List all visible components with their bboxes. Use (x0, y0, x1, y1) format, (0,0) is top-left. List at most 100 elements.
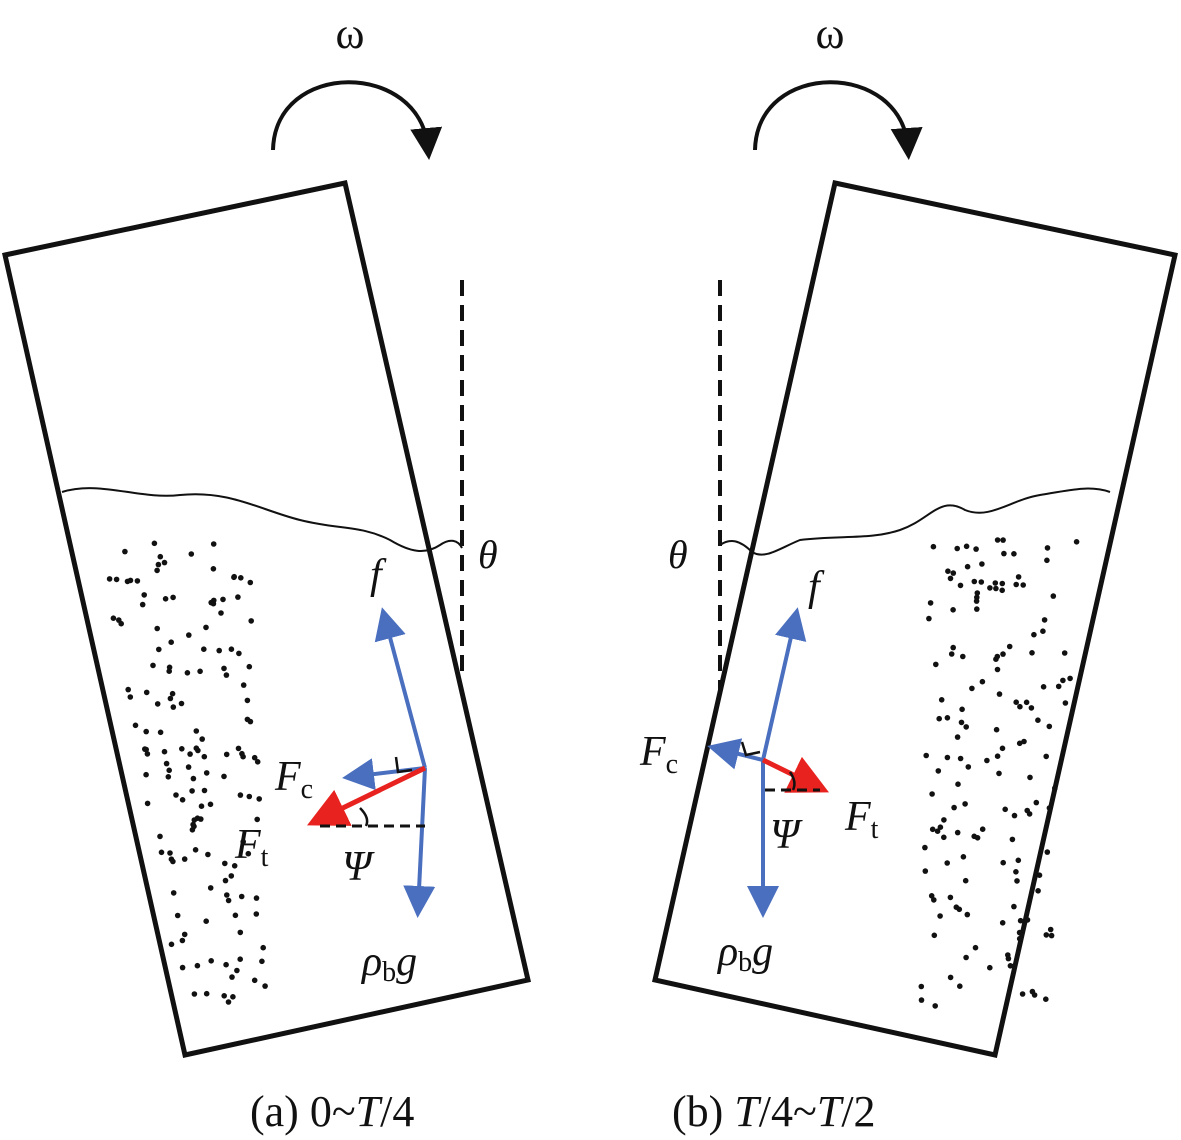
particle (157, 553, 164, 560)
particle (944, 715, 951, 721)
particle (937, 824, 944, 830)
particle (134, 578, 141, 584)
particle (221, 993, 227, 999)
particle (229, 974, 235, 980)
particle (253, 895, 260, 901)
ft-arrow (307, 765, 427, 826)
rotation-arrow (753, 80, 923, 160)
gravity-arrow (403, 767, 436, 918)
right-angle-mark (394, 756, 413, 774)
fc-label: Fc (274, 754, 313, 805)
particle (987, 585, 993, 591)
particle (188, 551, 195, 557)
panel-a: ω θ Ψ f Fc Ft ρbg (a) 0~T/4 (2, 9, 532, 1136)
particle (168, 941, 175, 948)
particle (973, 598, 980, 604)
particle (931, 897, 937, 903)
particle (963, 954, 969, 961)
particle (1015, 574, 1022, 580)
particle (1002, 806, 1008, 813)
particle (166, 767, 172, 774)
particle (228, 873, 235, 879)
particle (941, 834, 947, 841)
particle (1031, 631, 1037, 638)
particle (1043, 996, 1049, 1002)
particle (1044, 849, 1051, 855)
liquid-surface (719, 487, 1111, 556)
particle (189, 788, 195, 794)
particle (1029, 650, 1035, 656)
particle (170, 858, 176, 865)
particle (246, 793, 253, 800)
particle (106, 576, 113, 582)
particle (179, 964, 186, 971)
psi-label: Ψ (342, 844, 375, 890)
omega-label: ω (816, 9, 845, 58)
particle (239, 750, 245, 757)
particle (144, 800, 151, 807)
friction-arrow (374, 607, 427, 769)
particle (166, 668, 172, 674)
particle (194, 962, 201, 969)
particle (999, 580, 1006, 587)
particle (994, 653, 1001, 660)
particle (187, 751, 193, 757)
particle (110, 615, 117, 621)
particle (962, 877, 969, 884)
particle (950, 570, 957, 576)
particle (154, 567, 160, 574)
particle (236, 650, 242, 657)
particle (201, 753, 208, 760)
particle (947, 575, 954, 582)
particle (220, 596, 226, 603)
particle (927, 600, 934, 606)
particle (951, 804, 957, 811)
particle (1017, 917, 1024, 924)
weight-label: ρbg (716, 929, 773, 978)
particle (223, 751, 230, 758)
particle (155, 561, 162, 568)
particle (185, 764, 192, 770)
particle (143, 746, 149, 753)
particle (1015, 857, 1022, 864)
particle (1011, 903, 1017, 910)
particle (154, 701, 161, 707)
particle (1011, 963, 1018, 969)
particle (210, 566, 217, 572)
particle (189, 827, 196, 833)
particle (1062, 700, 1069, 706)
particle (950, 644, 956, 651)
particle (125, 686, 131, 693)
particle (244, 716, 251, 723)
particle (1073, 539, 1080, 545)
particle (246, 663, 253, 670)
particle (1033, 799, 1040, 806)
particle (1060, 677, 1066, 684)
theta-label: θ (668, 532, 688, 577)
particle (224, 892, 230, 898)
caption-b: (b) T/4~T/2 (672, 1087, 876, 1136)
particle (231, 573, 237, 580)
particle (960, 653, 966, 660)
omega-label: ω (336, 9, 365, 58)
particle (237, 956, 243, 962)
particle (161, 748, 168, 755)
particle (244, 697, 251, 704)
particle (1040, 628, 1046, 634)
particle (191, 991, 198, 997)
particle (240, 838, 246, 845)
particle (225, 897, 232, 904)
particle (1044, 545, 1051, 551)
particle (1011, 812, 1018, 819)
particle (240, 682, 247, 688)
particle (190, 775, 197, 782)
particle (207, 885, 214, 891)
weight-label: ρbg (360, 939, 417, 988)
particle (162, 596, 169, 602)
particle (260, 944, 267, 951)
particle (996, 770, 1002, 777)
particle (254, 816, 260, 823)
particle (1001, 550, 1007, 557)
caption-a: (a) 0~T/4 (250, 1087, 414, 1136)
particle (973, 546, 979, 552)
